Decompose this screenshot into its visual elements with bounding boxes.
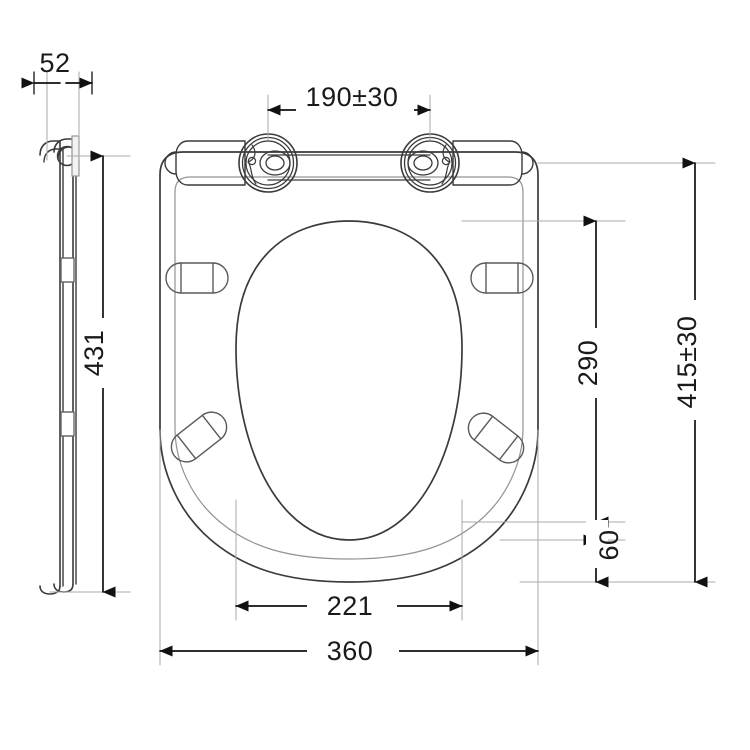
hinge-left-hub-inner	[265, 155, 285, 171]
extension-lines	[46, 71, 716, 666]
dim-overall-length-top-label: 415±30	[672, 316, 702, 409]
bumper-upper-left	[165, 262, 229, 294]
hinge-arm-left	[164, 140, 246, 186]
side-seat-outer	[53, 138, 74, 585]
dim-inner-opening-width-label: 221	[327, 591, 374, 621]
seat-opening-outline	[235, 220, 463, 541]
side-lid-outer	[39, 140, 61, 587]
hinge-right-ring-mid	[403, 136, 457, 190]
hinge-left[interactable]	[238, 133, 298, 193]
dimension-label-masks	[93, 82, 708, 669]
dim-thickness-label: 52	[39, 48, 70, 78]
side-bumper-lower	[60, 411, 75, 437]
hinge-right-pin-hole	[441, 156, 451, 166]
side-lid-bottom-cap	[39, 585, 61, 595]
seat-inner-edge-outline	[174, 176, 524, 560]
hinge-arm-left-body	[175, 140, 246, 186]
hinge-left-ring-outer	[238, 133, 298, 193]
side-profile-view	[39, 135, 80, 595]
side-bumper-upper	[60, 257, 75, 283]
side-lid-inner	[43, 148, 64, 587]
dim-inner-opening-height-label: 290	[573, 340, 603, 387]
hinge-left-hub-outer	[259, 150, 291, 176]
bumper-lower-left	[170, 411, 228, 463]
seat-outer-outline	[159, 151, 539, 583]
hinge-right-ring-outer	[400, 133, 460, 193]
hinge-right-hub-inner	[413, 155, 433, 171]
dim-hinge-spacing-label: 190±30	[306, 82, 399, 112]
hinge-arm-right	[452, 140, 534, 186]
hinge-arm-right-cap	[521, 151, 534, 175]
hinge-right[interactable]	[400, 133, 460, 193]
hinge-left-ring-mid	[241, 136, 295, 190]
dim-bottom-offset-label: 60	[594, 529, 624, 560]
top-plan-view	[159, 133, 539, 583]
hinge-arm-left-cap	[164, 151, 177, 175]
dim-overall-width-label: 360	[327, 636, 374, 666]
bumper-upper-right	[470, 262, 534, 294]
hinge-arm-right-body	[452, 140, 523, 186]
hinge-right-hub-outer	[407, 150, 439, 176]
hinge-connecting-bar	[267, 154, 431, 181]
hinge-left-pin-hole	[247, 156, 257, 166]
dim-overall-length-side-label: 431	[79, 330, 109, 377]
bumper-lower-right	[467, 412, 525, 464]
